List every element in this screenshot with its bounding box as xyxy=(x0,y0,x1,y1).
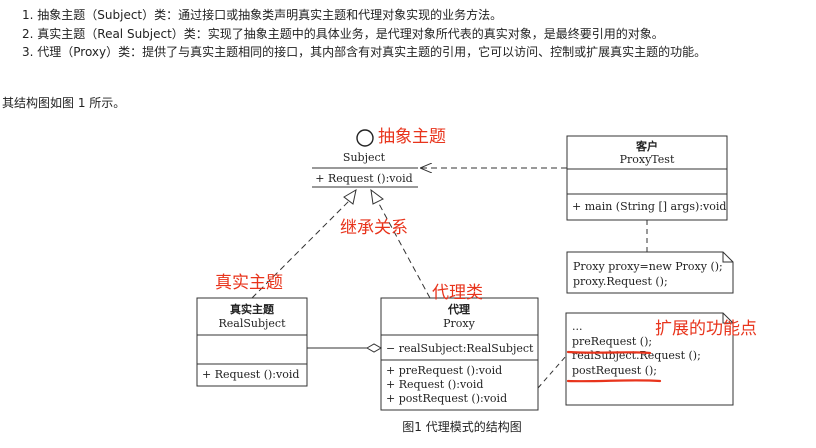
proxy-note-line: postRequest (); xyxy=(572,364,657,377)
proxy-name: Proxy xyxy=(443,317,475,330)
list-item: 3. 代理（Proxy）类：提供了与真实主题相同的接口，其内部含有对真实主题的引… xyxy=(22,45,707,59)
client-class: 客户 ProxyTest + main (String [] args):voi… xyxy=(566,135,728,221)
list-item: 2. 真实主题（Real Subject）类：实现了抽象主题中的具体业务，是代理… xyxy=(22,26,664,41)
definition-list: 1. 抽象主题（Subject）类：通过接口或抽象类声明真实主题和代理对象实现的… xyxy=(22,6,706,62)
annotation-proxy-class: 代理类 xyxy=(432,283,483,303)
red-underline xyxy=(566,379,662,383)
annotation-abstract-subject: 抽象主题 xyxy=(378,127,446,147)
proxy-note-line: preRequest (); xyxy=(572,335,652,348)
proxy-attr: − realSubject:RealSubject xyxy=(386,342,534,355)
hollow-triangle-icon xyxy=(370,188,384,205)
proxy-note-line: realSubject.Request (); xyxy=(572,349,701,362)
red-underline xyxy=(566,350,652,355)
hollow-diamond-icon xyxy=(365,343,383,353)
proxy-op: + Request ():void xyxy=(386,378,483,391)
real-subject-name: RealSubject xyxy=(218,317,286,330)
subject-name: Subject xyxy=(343,151,386,164)
proxy-op: + preRequest ():void xyxy=(386,364,502,377)
client-name: ProxyTest xyxy=(620,153,675,166)
figure-caption: 图1 代理模式的结构图 xyxy=(402,419,521,434)
list-item: 1. 抽象主题（Subject）类：通过接口或抽象类声明真实主题和代理对象实现的… xyxy=(22,8,503,22)
real-subject-title: 真实主题 xyxy=(230,302,275,316)
client-note: Proxy proxy=new Proxy (); proxy.Request … xyxy=(566,220,734,294)
aggregation-link xyxy=(307,343,383,353)
proxy-note-line: ... xyxy=(572,320,583,333)
annotation-real-subject: 真实主题 xyxy=(215,273,283,293)
client-ops: + main (String [] args):void xyxy=(572,200,726,213)
annotation-inheritance: 继承关系 xyxy=(340,218,408,238)
client-title: 客户 xyxy=(635,139,658,153)
hollow-triangle-icon xyxy=(343,188,357,205)
interface-circle-icon xyxy=(356,129,374,147)
real-subject-class: 真实主题 RealSubject + Request ():void xyxy=(196,297,308,387)
proxy-title: 代理 xyxy=(447,302,470,316)
subject-class: Subject + Request ():void xyxy=(312,129,418,188)
subject-ops: + Request ():void xyxy=(315,172,412,185)
real-subject-ops: + Request ():void xyxy=(202,368,299,381)
proxy-op: + postRequest ():void xyxy=(386,392,507,405)
realization-arrows xyxy=(251,188,431,299)
intro-text: 其结构图如图 1 所示。 xyxy=(2,96,126,110)
annotation-extension: 扩展的功能点 xyxy=(655,319,757,339)
client-note-line: proxy.Request (); xyxy=(573,275,668,288)
client-note-line: Proxy proxy=new Proxy (); xyxy=(573,260,723,273)
proxy-class: 代理 Proxy − realSubject:RealSubject + pre… xyxy=(380,297,539,411)
